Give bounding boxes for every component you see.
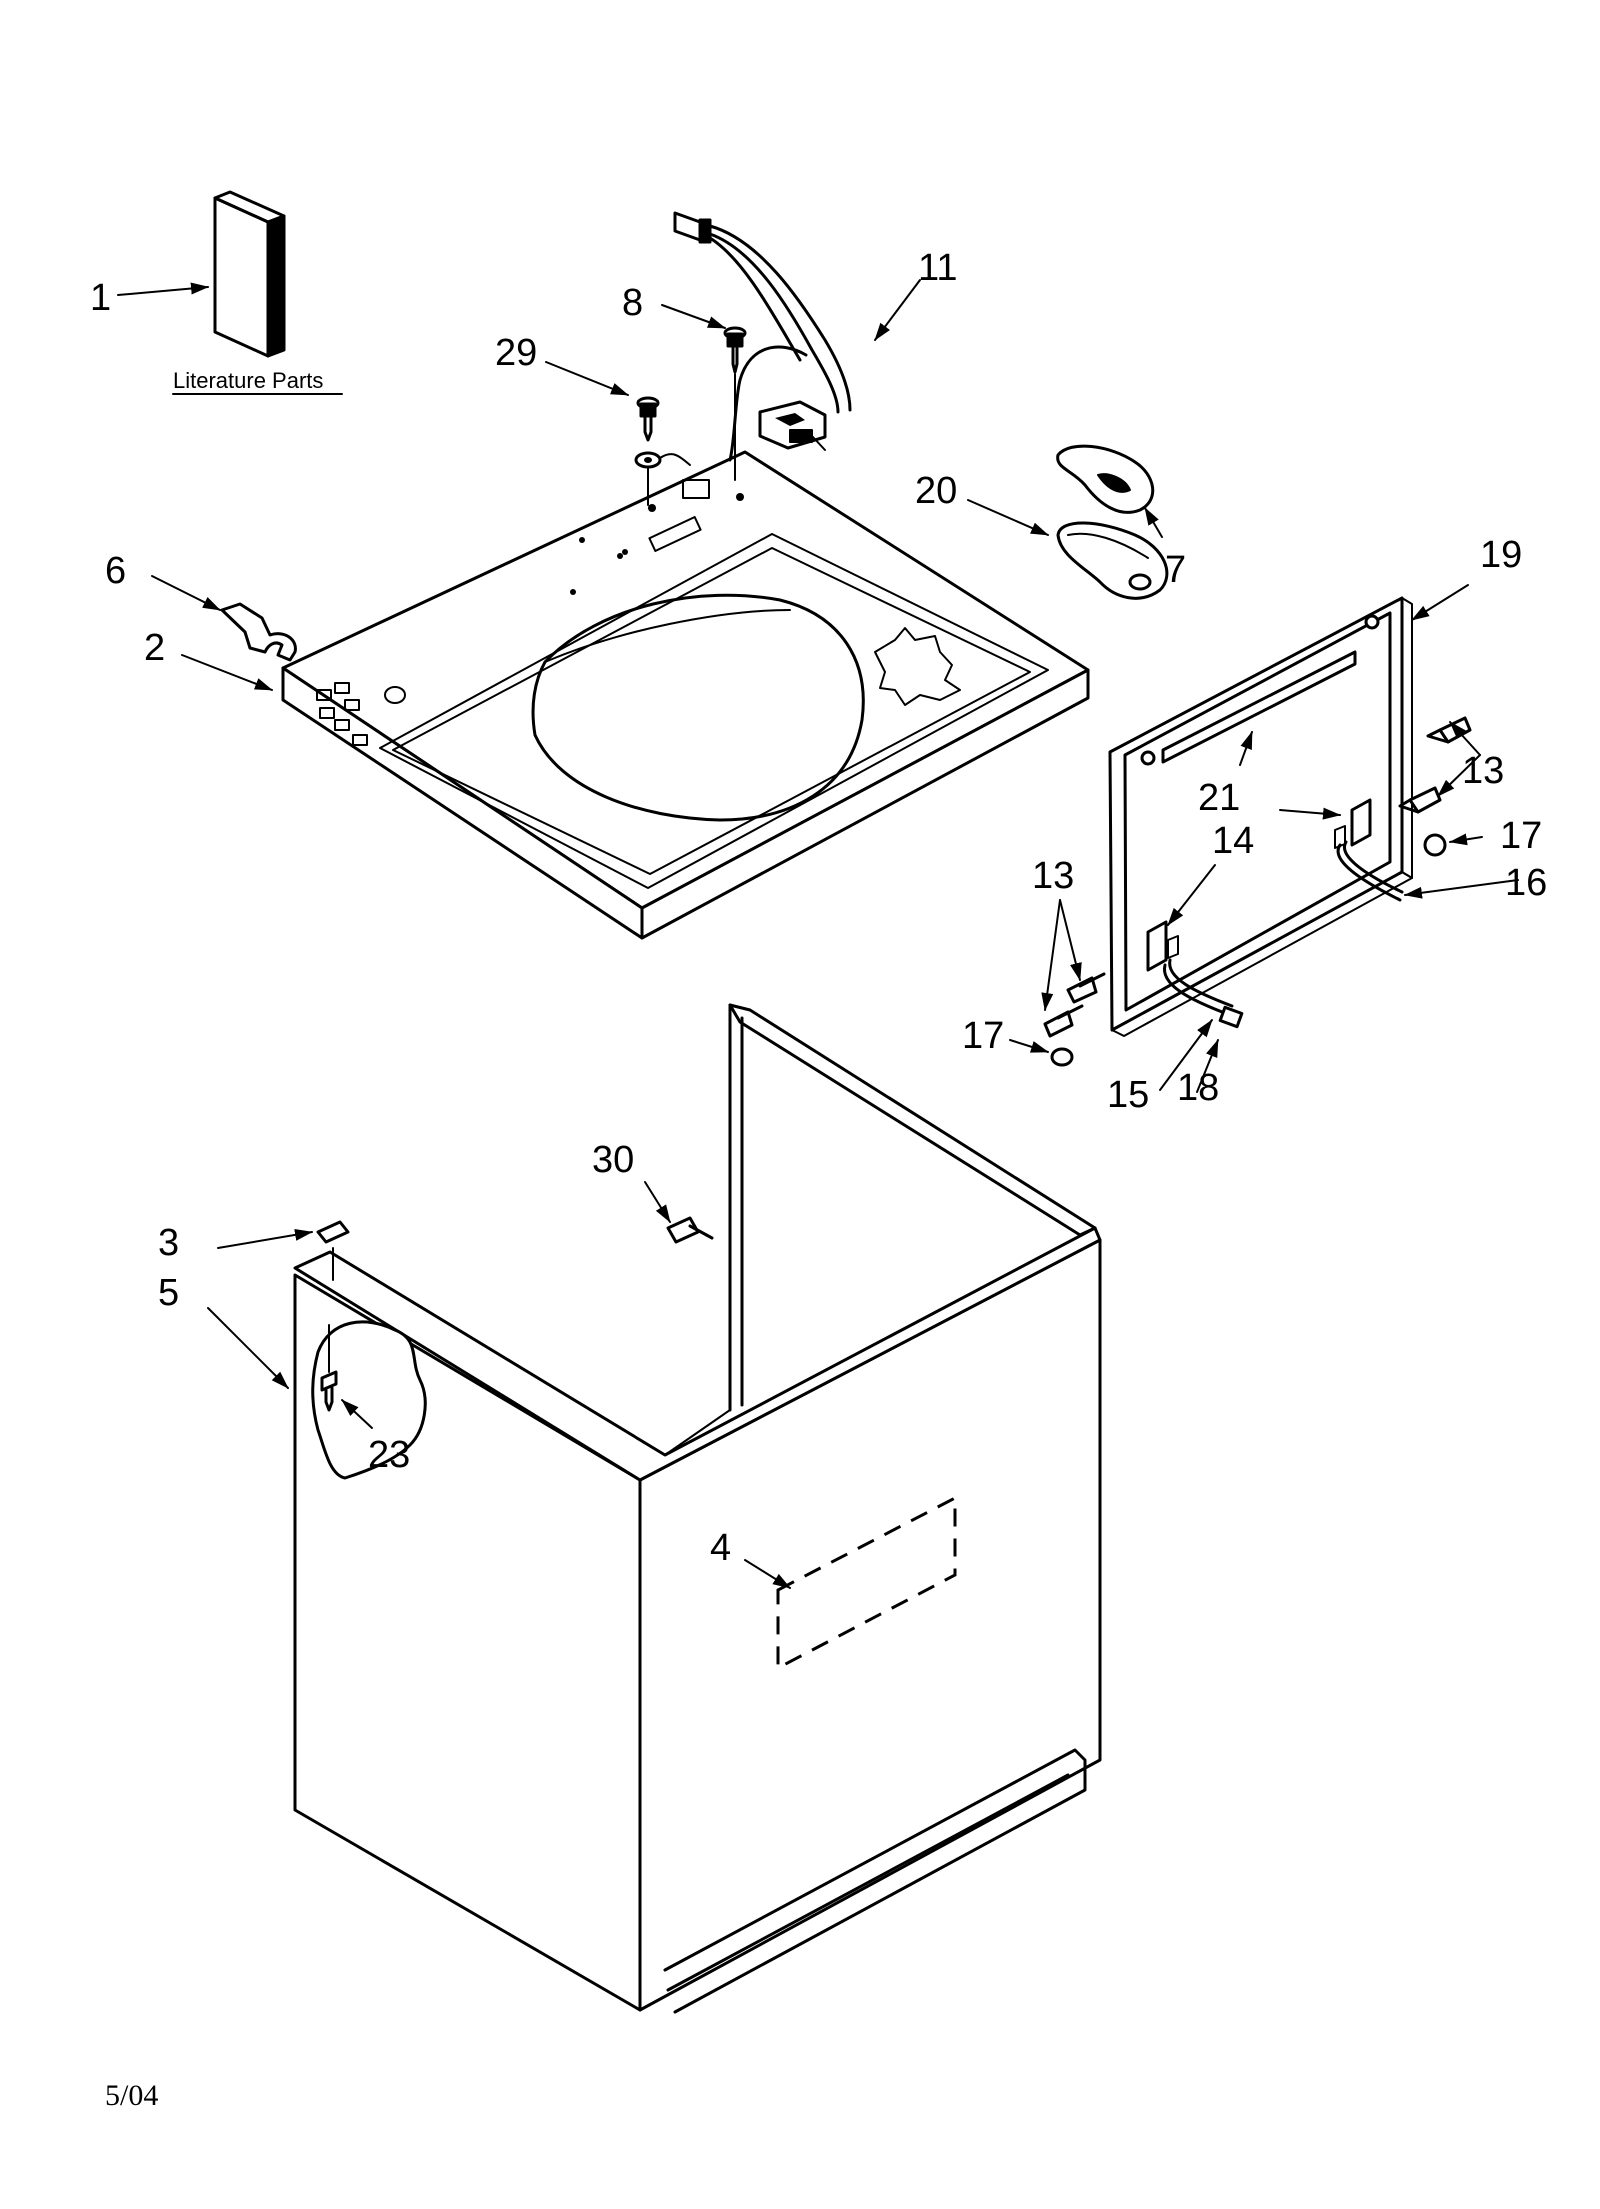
- callout-3: 3: [158, 1222, 179, 1264]
- literature-caption: Literature Parts: [173, 368, 323, 393]
- callout-19: 19: [1480, 534, 1522, 576]
- callout-7: 7: [1165, 549, 1186, 591]
- callout-29: 29: [495, 332, 537, 374]
- callout-23: 23: [368, 1434, 410, 1476]
- lid-switch-harness: [673, 211, 852, 462]
- screw-29: [634, 396, 691, 506]
- callout-4: 4: [710, 1527, 731, 1569]
- callout-15: 15: [1107, 1074, 1149, 1116]
- cabinet: [293, 1003, 1102, 2014]
- top-panel: [281, 450, 1090, 940]
- callout-18: 18: [1177, 1067, 1219, 1109]
- callout-21: 21: [1198, 777, 1240, 819]
- callout-13-left: 13: [1032, 855, 1074, 897]
- callout-labels: 1 2 3 4 5 6 7 8 11 13 13 14 15 16 17 17 …: [90, 247, 1547, 1569]
- callout-5: 5: [158, 1272, 179, 1314]
- callout-17-left: 17: [962, 1015, 1004, 1057]
- callout-17-right: 17: [1500, 815, 1542, 857]
- date-code: 5/04: [105, 2079, 158, 2112]
- callout-20: 20: [915, 470, 957, 512]
- callout-1: 1: [90, 277, 111, 319]
- callout-13-right: 13: [1462, 750, 1504, 792]
- leader-arrows: [117, 279, 1519, 1589]
- callout-30: 30: [592, 1139, 634, 1181]
- callout-11: 11: [918, 247, 957, 289]
- callout-16: 16: [1505, 862, 1547, 904]
- literature-booklet: Literature Parts: [172, 190, 343, 395]
- callout-2: 2: [144, 627, 165, 669]
- callout-14: 14: [1212, 820, 1254, 862]
- dispenser-parts: [1056, 444, 1169, 600]
- callout-6: 6: [105, 550, 126, 592]
- screw-8: [723, 326, 747, 481]
- clip-6: [220, 602, 297, 662]
- callout-8: 8: [622, 282, 643, 324]
